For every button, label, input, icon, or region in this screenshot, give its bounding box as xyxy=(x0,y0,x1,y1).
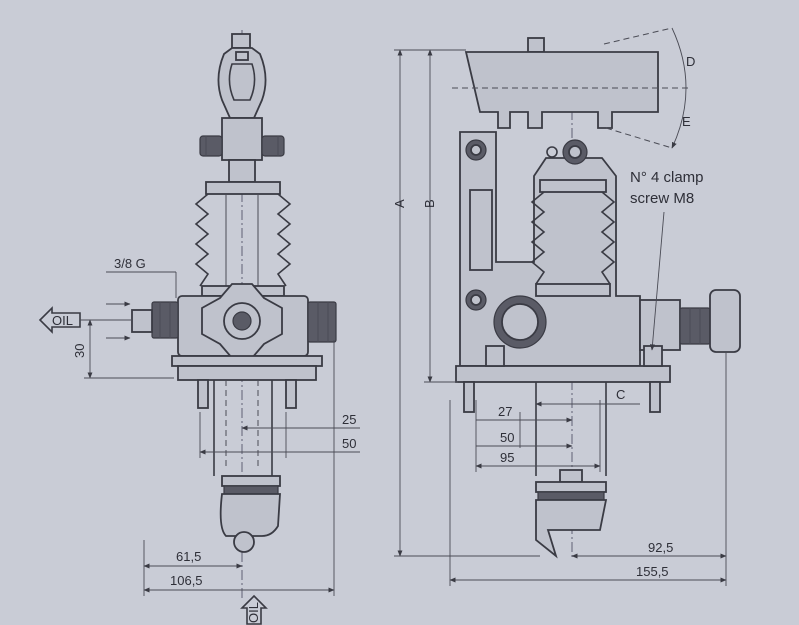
dim-25-label: 25 xyxy=(342,412,356,427)
dim-27-label: 27 xyxy=(498,404,512,419)
oil-outlet-bottom: OIL xyxy=(240,594,268,625)
pivot-block xyxy=(199,117,285,183)
side-housing xyxy=(459,131,641,367)
note-line-2: screw M8 xyxy=(630,190,694,207)
dim-106-5-label: 106,5 xyxy=(170,573,203,588)
dim-C-label: C xyxy=(616,387,625,402)
dim-61-5-label: 61,5 xyxy=(176,549,201,564)
side-valve xyxy=(493,289,741,353)
side-cylinder xyxy=(535,382,608,559)
dim-E-label: E xyxy=(682,114,691,129)
dim-B-label: B xyxy=(422,199,437,208)
dim-D-label: D xyxy=(686,54,695,69)
dim-port-thread: 3/8 G xyxy=(106,256,177,341)
front-cylinder xyxy=(213,380,281,553)
dim-30-label: 30 xyxy=(72,344,87,358)
handle-socket xyxy=(217,33,267,119)
oil-outlet-left: OIL xyxy=(38,306,132,334)
dim-50r-label: 50 xyxy=(500,430,514,445)
clamp-screw-note: N° 4 clamp screw M8 xyxy=(630,169,704,351)
front-pump-body xyxy=(131,283,337,359)
dim-port-height: 30 xyxy=(72,319,174,379)
port-thread-label: 3/8 G xyxy=(114,256,146,271)
oil-label-bottom: OIL xyxy=(246,602,261,623)
side-base xyxy=(455,345,671,413)
dim-heights: A B xyxy=(392,49,540,557)
swing-indicator: D E xyxy=(603,27,695,149)
dim-155-5-label: 155,5 xyxy=(636,564,669,579)
front-base-flange xyxy=(171,355,323,409)
oil-label-left: OIL xyxy=(52,313,73,328)
side-bellows xyxy=(530,179,616,297)
side-lever xyxy=(452,37,690,129)
dim-widths: 61,5 106,5 xyxy=(143,340,335,596)
front-view: 3/8 G OIL 30 25 50 xyxy=(38,30,360,625)
dim-overall-widths: 92,5 155,5 xyxy=(449,352,727,586)
note-line-1: N° 4 clamp xyxy=(630,169,704,186)
dim-50-label: 50 xyxy=(342,436,356,451)
dim-offsets: 25 50 xyxy=(199,412,360,458)
dim-A-label: A xyxy=(392,199,407,208)
nameplate xyxy=(469,189,493,271)
front-bellows xyxy=(194,181,292,297)
side-view: D E xyxy=(392,27,741,586)
dim-92-5-label: 92,5 xyxy=(648,540,673,555)
dim-base-offsets: C 27 50 95 xyxy=(475,387,640,472)
dim-95-label: 95 xyxy=(500,450,514,465)
